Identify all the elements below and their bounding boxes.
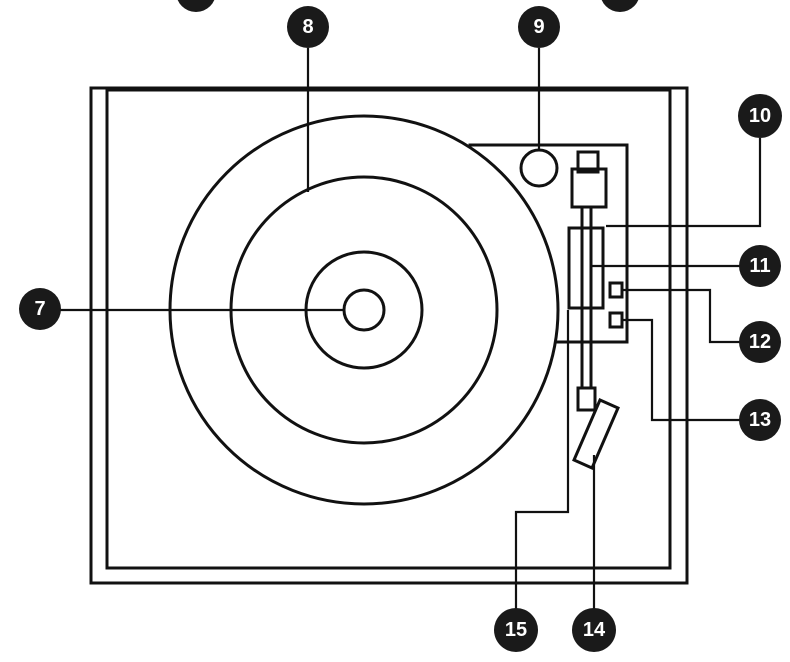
callout-8: 8 (287, 6, 329, 48)
leader-10 (606, 138, 762, 228)
tonearm-counterweight (570, 167, 608, 209)
partial-callout-left (177, 0, 215, 12)
callout-12: 12 (739, 321, 781, 363)
callout-12-label: 12 (749, 331, 771, 353)
callout-11-label: 11 (749, 255, 770, 277)
callout-15: 15 (494, 608, 538, 652)
tonearm-rest-block (567, 226, 605, 310)
adapter-knob (519, 148, 559, 188)
callout-7: 7 (19, 288, 61, 330)
tonearm-pivot-cap (576, 150, 600, 174)
callout-14-label: 14 (583, 619, 606, 641)
leader-12 (622, 288, 740, 344)
callout-13-label: 13 (749, 409, 771, 431)
spindle (342, 288, 386, 332)
callout-14: 14 (572, 608, 616, 652)
cabinet-inner-frame (105, 88, 672, 570)
partial-callout-right (601, 0, 639, 12)
tonearm-headshell-joint (576, 386, 597, 412)
callout-10-label: 10 (749, 105, 771, 127)
stylus-cartridge (572, 398, 620, 470)
callout-13: 13 (739, 399, 781, 441)
switch-12 (608, 281, 624, 299)
callout-9-label: 9 (533, 16, 544, 38)
leader-13 (622, 318, 740, 422)
callout-15-label: 15 (505, 619, 527, 641)
callout-9: 9 (518, 6, 560, 48)
callout-7-label: 7 (34, 298, 45, 320)
callout-11: 11 (739, 245, 781, 287)
callout-8-label: 8 (302, 16, 313, 38)
cabinet-outer-frame (89, 86, 689, 585)
switch-13 (608, 311, 624, 329)
leader-15 (514, 310, 570, 612)
callout-10: 10 (738, 94, 782, 138)
